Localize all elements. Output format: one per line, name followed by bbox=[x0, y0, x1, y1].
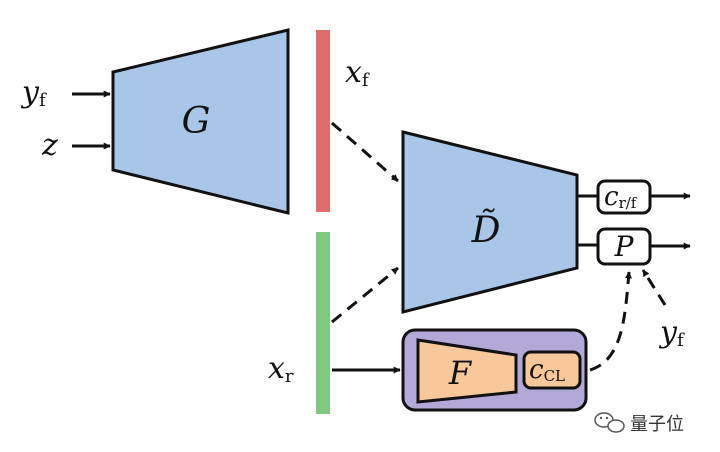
output-crf-label: cr/f bbox=[604, 182, 638, 212]
watermark: 量子位 bbox=[594, 412, 684, 435]
wechat-icon bbox=[594, 412, 625, 433]
classifier-to-p-arrow bbox=[589, 271, 632, 372]
svg-text:xr: xr bbox=[268, 351, 294, 387]
generator-label: G bbox=[182, 101, 211, 142]
svg-text:yf: yf bbox=[20, 75, 47, 111]
fake-samples-bar bbox=[316, 30, 330, 212]
fake-samples-label: xf bbox=[345, 55, 370, 91]
svg-text:量子位: 量子位 bbox=[630, 414, 684, 435]
svg-text:cr/f: cr/f bbox=[604, 182, 638, 212]
output-ccl-box bbox=[522, 350, 582, 390]
classifier-label: F bbox=[448, 354, 473, 392]
discriminator-label: D̃ bbox=[471, 209, 501, 251]
real-samples-label: xr bbox=[268, 351, 294, 387]
discriminator-block bbox=[401, 130, 579, 314]
output-p-label: P bbox=[614, 230, 635, 263]
classifier-block bbox=[416, 338, 518, 404]
input-yf-label: yf bbox=[20, 75, 47, 111]
output-ccl-label: cCL bbox=[529, 355, 565, 385]
label-yf-label: yf bbox=[658, 315, 685, 351]
input-z-label: z bbox=[41, 128, 58, 163]
real-samples-bar bbox=[316, 232, 330, 414]
svg-text:yf: yf bbox=[658, 315, 685, 351]
svg-text:cCL: cCL bbox=[529, 355, 565, 385]
label-to-p-arrow bbox=[641, 269, 667, 306]
svg-text:z: z bbox=[41, 128, 58, 163]
real-to-discriminator-arrow bbox=[331, 266, 399, 324]
generator-block bbox=[111, 28, 290, 215]
fake-to-discriminator-arrow bbox=[331, 121, 399, 183]
svg-text:xf: xf bbox=[345, 55, 370, 91]
